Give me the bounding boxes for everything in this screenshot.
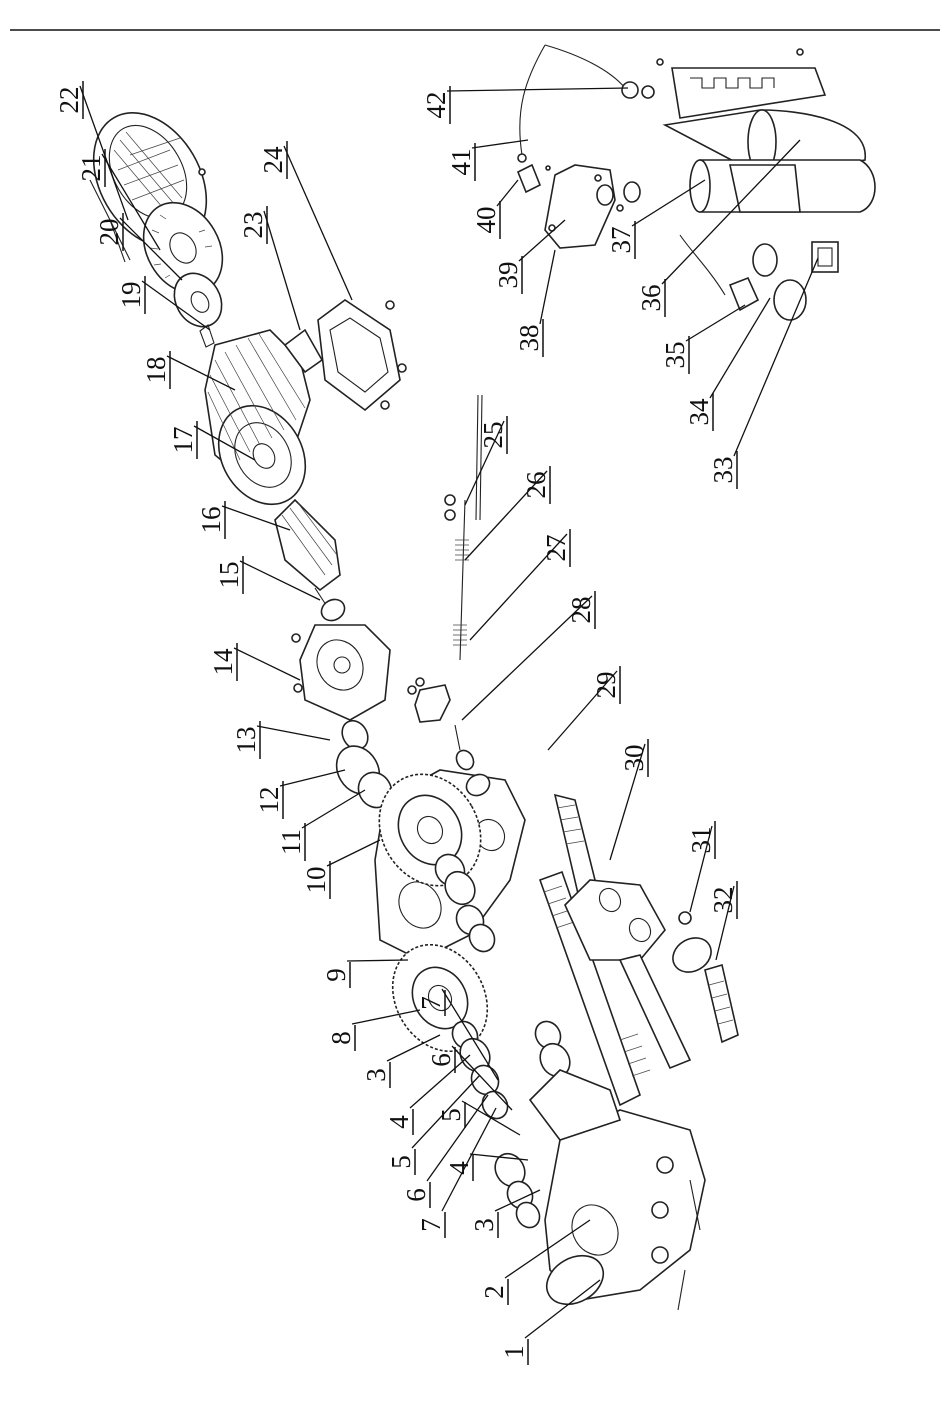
callout-number: 38 [514, 325, 544, 352]
callout-leader [302, 790, 365, 828]
callout-36: 32 [708, 881, 738, 960]
callout-number: 4 [444, 1161, 474, 1175]
callout-leader [280, 770, 345, 786]
callout-leader [442, 1108, 496, 1211]
callout-number: 7 [416, 996, 446, 1010]
controller-box [690, 160, 875, 212]
callout-number: 40 [471, 207, 501, 234]
callout-number: 16 [196, 507, 226, 534]
callout-number: 24 [258, 146, 288, 174]
callout-15: 11 [276, 790, 365, 861]
callout-number: 27 [541, 535, 571, 562]
callout-number: 36 [636, 285, 666, 312]
callout-leader [710, 298, 770, 398]
callout-leader [264, 211, 300, 330]
callout-29: 25 [465, 416, 508, 505]
callout-number: 5 [386, 1155, 416, 1169]
callout-number: 3 [469, 1218, 499, 1232]
callout-leader [347, 960, 408, 961]
callout-number: 6 [426, 1053, 456, 1067]
callout-leader [412, 1075, 480, 1148]
battery-pack [622, 49, 825, 118]
callout-27: 23 [238, 206, 300, 330]
callout-45: 41 [446, 140, 528, 181]
callout-number: 23 [238, 212, 268, 239]
callout-leader [472, 140, 528, 148]
power-cord-and-plug [680, 235, 806, 320]
motor-rotor [275, 500, 348, 625]
callout-number: 6 [401, 1188, 431, 1202]
callout-number: 4 [384, 1115, 414, 1129]
callout-number: 39 [493, 262, 523, 289]
callout-number: 7 [416, 1218, 446, 1232]
callout-number: 42 [421, 92, 451, 119]
callout-number: 9 [321, 968, 351, 982]
callout-34: 30 [610, 739, 649, 860]
callout-38: 34 [684, 298, 770, 431]
callout-number: 12 [254, 787, 284, 814]
callout-leader [447, 88, 628, 91]
callout-number: 5 [436, 1108, 466, 1122]
callout-33: 29 [548, 666, 621, 750]
callout-32: 28 [462, 591, 596, 720]
callout-14: 10 [301, 840, 380, 899]
callout-44: 40 [471, 180, 518, 239]
callout-number: 35 [660, 342, 690, 369]
gearbox-cover [538, 1110, 705, 1314]
front-end-cover [292, 625, 390, 720]
callout-30: 26 [465, 466, 551, 560]
callout-number: 26 [521, 472, 551, 499]
callout-number: 22 [54, 87, 84, 114]
callout-number: 8 [326, 1031, 356, 1045]
callout-number: 19 [116, 282, 146, 309]
callout-number: 21 [76, 155, 106, 182]
callout-number: 10 [301, 867, 331, 894]
callout-number: 25 [478, 422, 508, 449]
callout-number: 31 [686, 827, 716, 854]
callout-number: 17 [168, 427, 198, 454]
cable-harness [518, 45, 625, 162]
terminal-connector [518, 165, 550, 192]
callout-18: 14 [208, 643, 300, 681]
callout-number: 18 [141, 357, 171, 384]
callout-number: 15 [214, 562, 244, 589]
callout-number: 13 [231, 727, 261, 754]
callout-number: 3 [361, 1068, 391, 1082]
callout-number: 32 [708, 887, 738, 914]
callout-number: 34 [684, 398, 714, 426]
callout-number: 37 [606, 227, 636, 254]
callout-28: 24 [258, 141, 352, 300]
callout-leader [327, 840, 380, 866]
callout-leader [234, 648, 300, 680]
callout-number: 11 [276, 829, 306, 855]
callout-31: 27 [470, 529, 571, 640]
callout-number: 2 [479, 1285, 509, 1299]
callout-number: 14 [208, 648, 238, 676]
callout-number: 20 [94, 219, 124, 246]
control-rod [445, 395, 482, 660]
callout-39: 35 [660, 305, 745, 374]
callout-number: 29 [591, 672, 621, 699]
callout-leader [284, 146, 352, 300]
callout-16: 12 [254, 770, 345, 819]
callout-number: 30 [619, 745, 649, 772]
callout-number: 33 [708, 457, 738, 484]
callout-leader [686, 305, 745, 341]
callout-17: 13 [231, 721, 330, 759]
rocker-switch [812, 242, 838, 272]
callout-number: 1 [499, 1345, 529, 1359]
callout-leader [257, 726, 330, 740]
callout-number: 41 [446, 149, 476, 176]
callout-number: 28 [566, 597, 596, 624]
callout-leader [540, 250, 555, 324]
